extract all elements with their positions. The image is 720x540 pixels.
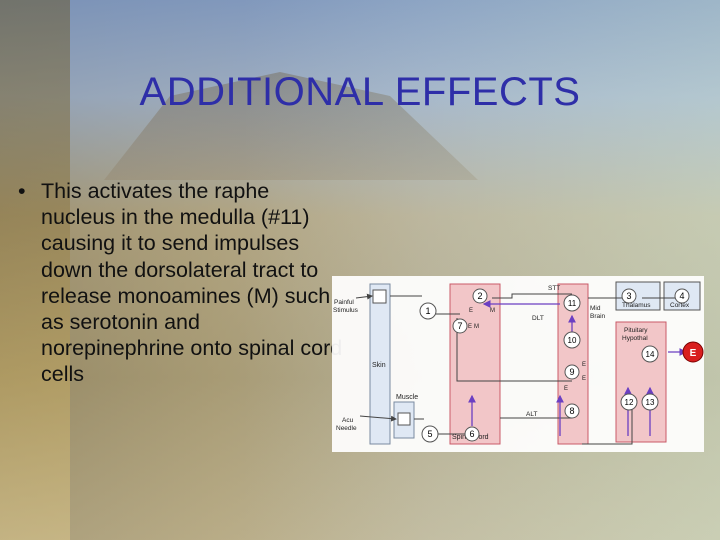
e-marker-3: E	[582, 362, 586, 368]
bullet-text: This activates the raphe nucleus in the …	[41, 179, 343, 387]
node-1-label: 1	[425, 306, 430, 316]
node-10-label: 10	[568, 336, 577, 345]
painful-arrow	[355, 293, 373, 300]
node-5-label: 5	[427, 429, 432, 439]
node-3	[621, 288, 637, 304]
node-7	[452, 318, 468, 334]
wire-to-pituitary	[582, 406, 633, 445]
node-14-label: 14	[646, 350, 655, 359]
node-11	[563, 294, 581, 312]
node-10	[563, 331, 581, 349]
node-2-label: 2	[477, 291, 482, 301]
skin-receptor	[372, 289, 387, 304]
dlt-label: DLT	[532, 315, 544, 322]
background-photo-left	[0, 0, 70, 540]
m-marker-1: M	[490, 308, 495, 314]
acu-arrow	[359, 415, 397, 422]
midbrain-label-1: Mid	[590, 305, 601, 312]
muscle-label: Muscle	[396, 394, 418, 401]
acu-label-2: Needle	[336, 425, 357, 432]
wire-cord-9	[456, 318, 572, 382]
node-12	[620, 393, 638, 411]
node-13	[641, 393, 659, 411]
bullet-item: • This activates the raphe nucleus in th…	[18, 178, 348, 388]
e-marker-1: E	[469, 308, 473, 314]
node-5	[421, 425, 439, 443]
pituitary-label-1: Pituitary	[624, 327, 648, 334]
node-4	[674, 288, 690, 304]
node-6-label: 6	[469, 429, 474, 439]
spinal-cord-box	[449, 283, 501, 445]
e-marker-4: E	[582, 376, 586, 382]
m-marker-2: M	[474, 324, 479, 330]
node-1	[419, 302, 437, 320]
node-14	[641, 345, 659, 363]
node-8	[564, 403, 580, 419]
stt-label: STT	[548, 285, 560, 292]
alt-label: ALT	[526, 411, 537, 418]
node-8-label: 8	[569, 406, 574, 416]
pain-pathway-diagram: Skin Muscle Painful Stimulus Acu Needle …	[332, 276, 704, 452]
endorphin-output-node	[682, 341, 704, 363]
node-7-label: 7	[457, 321, 462, 331]
node-6	[464, 426, 480, 442]
cortex-label: Cortex	[670, 302, 690, 309]
pituitary-label-2: Hypothal	[622, 335, 648, 342]
midbrain-label-2: Brain	[590, 313, 606, 320]
slide-title: ADDITIONAL EFFECTS	[139, 70, 581, 114]
node-9-label: 9	[569, 367, 574, 377]
painful-label-1: Painful	[334, 299, 354, 306]
node-13-label: 13	[646, 398, 655, 407]
skin-column	[369, 283, 391, 445]
painful-label-2: Stimulus	[333, 307, 359, 314]
muscle-receptor	[397, 412, 411, 426]
node-3-label: 3	[626, 291, 631, 301]
wire-stt	[492, 293, 572, 299]
pituitary-box	[615, 321, 667, 443]
acu-label-1: Acu	[342, 417, 354, 424]
node-4-label: 4	[679, 291, 684, 301]
bullet-list: • This activates the raphe nucleus in th…	[18, 178, 348, 388]
node-9	[564, 364, 580, 380]
e-marker-2: E	[468, 324, 472, 330]
node-2	[472, 288, 488, 304]
node-11-label: 11	[568, 299, 577, 308]
bullet-marker: •	[18, 179, 26, 203]
thalamus-label: Thalamus	[622, 302, 651, 309]
e-marker-5: E	[564, 386, 568, 392]
node-12-label: 12	[625, 398, 634, 407]
endorphin-output-label: E	[690, 348, 697, 359]
skin-label: Skin	[372, 362, 386, 369]
